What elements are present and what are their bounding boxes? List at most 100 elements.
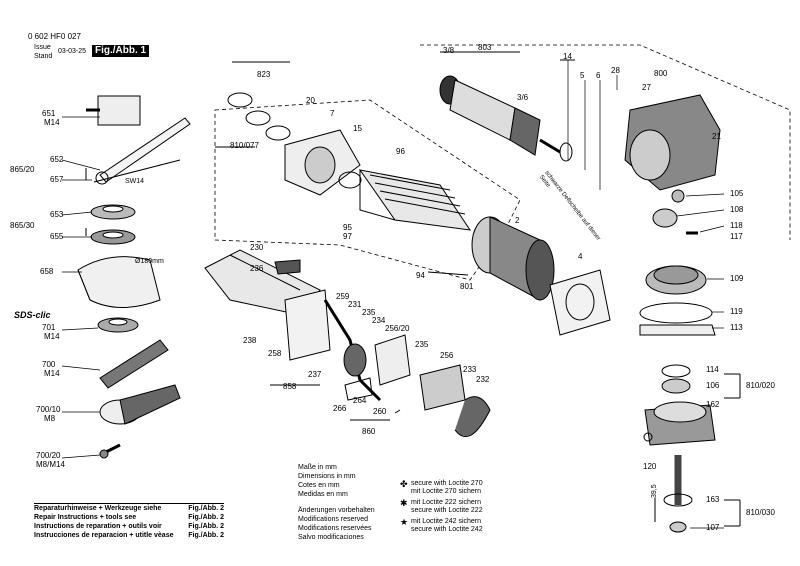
label-94: 94 <box>416 271 425 280</box>
cord-clip-266 <box>344 377 373 401</box>
label-858: 858 <box>283 382 297 391</box>
label-14: 14 <box>563 52 572 61</box>
label-7: 7 <box>330 109 335 118</box>
label-28: 28 <box>611 66 620 75</box>
label-259: 259 <box>336 292 350 301</box>
label-823: 823 <box>257 70 271 79</box>
label-162: 162 <box>706 400 720 409</box>
label-865-30: 865/30 <box>10 221 35 230</box>
handle-700 <box>99 339 169 389</box>
label-163: 163 <box>706 495 720 504</box>
label-260: 260 <box>373 407 387 416</box>
motor-housing <box>358 169 472 231</box>
label-701: 701 <box>42 323 56 332</box>
electronic-module-234 <box>374 334 411 386</box>
doc-number: 0 602 HF0 027 <box>28 32 81 41</box>
label-700-20-sub: M8/M14 <box>36 460 65 469</box>
label-sw14: SW14 <box>125 178 145 185</box>
label-264: 264 <box>353 396 367 405</box>
label-700-20: 700/20 <box>36 451 61 460</box>
switch-lever-230 <box>274 259 301 275</box>
label-96: 96 <box>396 147 405 156</box>
label-801: 801 <box>460 282 474 291</box>
label-113: 113 <box>730 323 743 332</box>
label-236: 236 <box>250 264 264 273</box>
label-5: 5 <box>580 71 585 80</box>
label-700: 700 <box>42 360 56 369</box>
label-39-5: 39,5 <box>651 484 658 498</box>
bevel-gear-109 <box>645 265 707 295</box>
label-651-sub: M14 <box>44 118 60 127</box>
label-810-077: 810/077 <box>230 141 259 150</box>
label-27: 27 <box>642 83 651 92</box>
label-258: 258 <box>268 349 282 358</box>
issue-date: 03-03-25 <box>58 48 87 55</box>
label-107: 107 <box>706 523 720 532</box>
table-row: Instrucciones de reparacion + utitle vèa… <box>34 532 224 539</box>
handle-700-10 <box>99 384 181 425</box>
label-231: 231 <box>348 300 362 309</box>
gear-housing-810-077 <box>284 129 361 196</box>
armature <box>439 75 573 162</box>
label-652: 652 <box>50 155 64 164</box>
bearing-flange-162 <box>644 401 716 446</box>
label-95: 95 <box>343 223 352 232</box>
label-865-20: 865/20 <box>10 165 35 174</box>
label-21: 21 <box>712 132 721 141</box>
label-118: 118 <box>730 221 743 230</box>
label-6: 6 <box>596 71 601 80</box>
label-diameter: Ø180mm <box>135 258 164 265</box>
label-119: 119 <box>730 307 743 316</box>
label-97: 97 <box>343 232 352 241</box>
label-803: 803 <box>478 43 492 52</box>
label-266: 266 <box>333 404 347 413</box>
label-235b: 235 <box>415 340 429 349</box>
label-3-8: 3/8 <box>443 46 455 55</box>
loctite-270-icon: ✤ <box>400 479 408 489</box>
label-105: 105 <box>730 189 744 198</box>
stand-label: Stand <box>34 53 53 60</box>
cord-232 <box>454 396 491 438</box>
pinion-108 <box>652 208 678 228</box>
figure-label: Fig./Abb. 1 <box>92 45 150 57</box>
label-120: 120 <box>643 462 657 471</box>
label-810-020: 810/020 <box>746 381 775 390</box>
label-653: 653 <box>50 210 64 219</box>
bolt-700-20 <box>99 443 121 459</box>
label-235a: 235 <box>362 308 376 317</box>
label-2: 2 <box>515 216 520 225</box>
label-810-030: 810/030 <box>746 508 775 517</box>
label-651: 651 <box>42 109 56 118</box>
guard-658 <box>77 256 161 308</box>
label-800: 800 <box>654 69 668 78</box>
label-701-sub: M14 <box>44 332 60 341</box>
label-sds-clic: SDS-clic <box>14 310 51 320</box>
spanner-wrench <box>93 117 191 185</box>
spindle <box>663 455 693 533</box>
label-109: 109 <box>730 274 744 283</box>
label-700-10: 700/10 <box>36 405 61 414</box>
loctite-242-icon: ★ <box>400 517 409 527</box>
label-20: 20 <box>306 96 315 105</box>
label-655: 655 <box>50 232 64 241</box>
label-3-6: 3/6 <box>517 93 529 102</box>
label-256: 256 <box>440 351 454 360</box>
label-114: 114 <box>706 365 719 374</box>
bearing-flange-4 <box>549 269 611 336</box>
label-700-10-sub: M8 <box>44 414 56 423</box>
loctite-222-icon: ✱ <box>400 498 408 508</box>
gear-head-cover-800 <box>624 94 721 191</box>
label-658: 658 <box>40 267 54 276</box>
sds-clic-nut-701 <box>97 317 139 333</box>
label-700-sub: M14 <box>44 369 60 378</box>
flange-653 <box>90 204 136 220</box>
switch-frame-258 <box>284 289 331 361</box>
label-15: 15 <box>353 124 362 133</box>
table-row: Instructions de reparation + outils voir… <box>34 523 224 530</box>
clamping-nut-655 <box>90 229 136 245</box>
label-230: 230 <box>250 243 264 252</box>
